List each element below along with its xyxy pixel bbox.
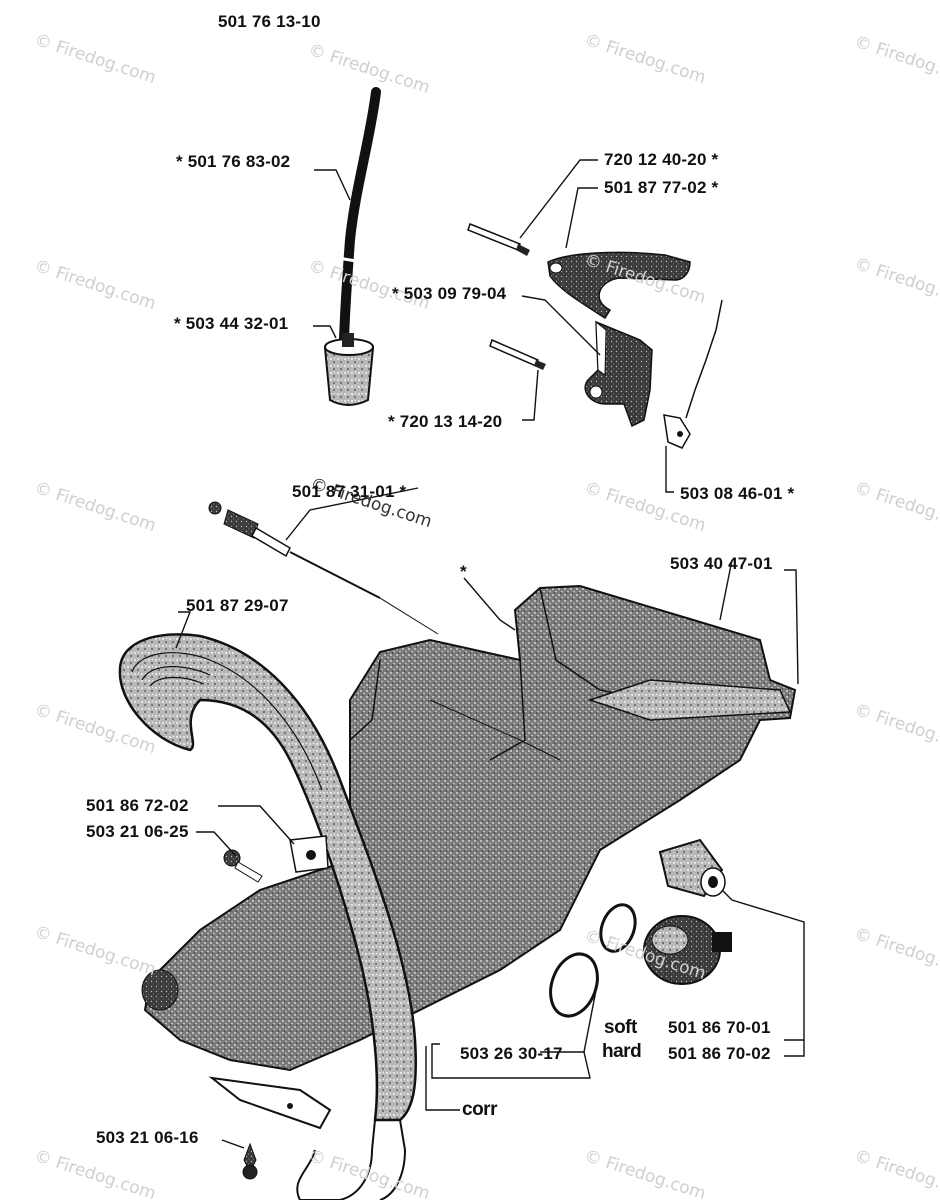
label-handle-housing: 503 40 47-01 (670, 554, 773, 573)
handle-bar-part (118, 633, 417, 1200)
label-trigger: 501 87 77-02 * (604, 178, 719, 197)
label-screw-a: 503 21 06-25 (86, 822, 189, 841)
pin-720-12-40-20 (467, 223, 530, 256)
throttle-lock-part (584, 320, 653, 428)
fuel-hose-part (337, 87, 381, 345)
pin-720-13-14-20 (489, 338, 546, 370)
screw-503-21-06-16 (242, 1142, 258, 1180)
link-rod-part (663, 299, 723, 449)
label-handle-bar: 501 87 29-07 (186, 596, 289, 615)
bottom-plate-part (208, 1076, 332, 1130)
label-throttle-lock: * 503 09 79-04 (392, 284, 507, 303)
label-soft: soft (604, 1017, 637, 1038)
label-corr: corr (462, 1099, 497, 1120)
label-fuel-filter: * 503 44 32-01 (174, 314, 289, 333)
leader-lines (175, 159, 805, 1149)
label-pin-a: 720 12 40-20 * (604, 150, 719, 169)
plug-part (658, 838, 726, 898)
label-pin-b: * 720 13 14-20 (388, 412, 503, 431)
fuel-cap-part (643, 915, 732, 985)
label-fuel-hose: * 501 76 83-02 (176, 152, 291, 171)
label-link-rod: 503 08 46-01 * (680, 484, 795, 503)
label-hard: hard (602, 1041, 642, 1062)
label-cable: 501 87 31-01 * (292, 482, 407, 501)
o-ring-large (549, 952, 599, 1018)
throttle-trigger-part (547, 251, 691, 320)
label-tank-star: * (460, 562, 467, 581)
o-ring-small (599, 903, 637, 953)
tank-housing-part (141, 584, 797, 1072)
cable-part (208, 501, 439, 635)
label-bracket: 501 86 72-02 (86, 796, 189, 815)
label-screw-b: 503 21 06-16 (96, 1128, 199, 1147)
bracket-part (289, 835, 329, 873)
label-oring-set: 503 26 30-17 (460, 1044, 563, 1063)
label-plug-soft: 501 86 70-01 (668, 1018, 771, 1037)
label-plug-hard: 501 86 70-02 (668, 1044, 771, 1063)
fuel-filter-part (323, 333, 375, 406)
screw-503-21-06-25 (223, 849, 263, 883)
label-top-ref: 501 76 13-10 (218, 12, 321, 31)
